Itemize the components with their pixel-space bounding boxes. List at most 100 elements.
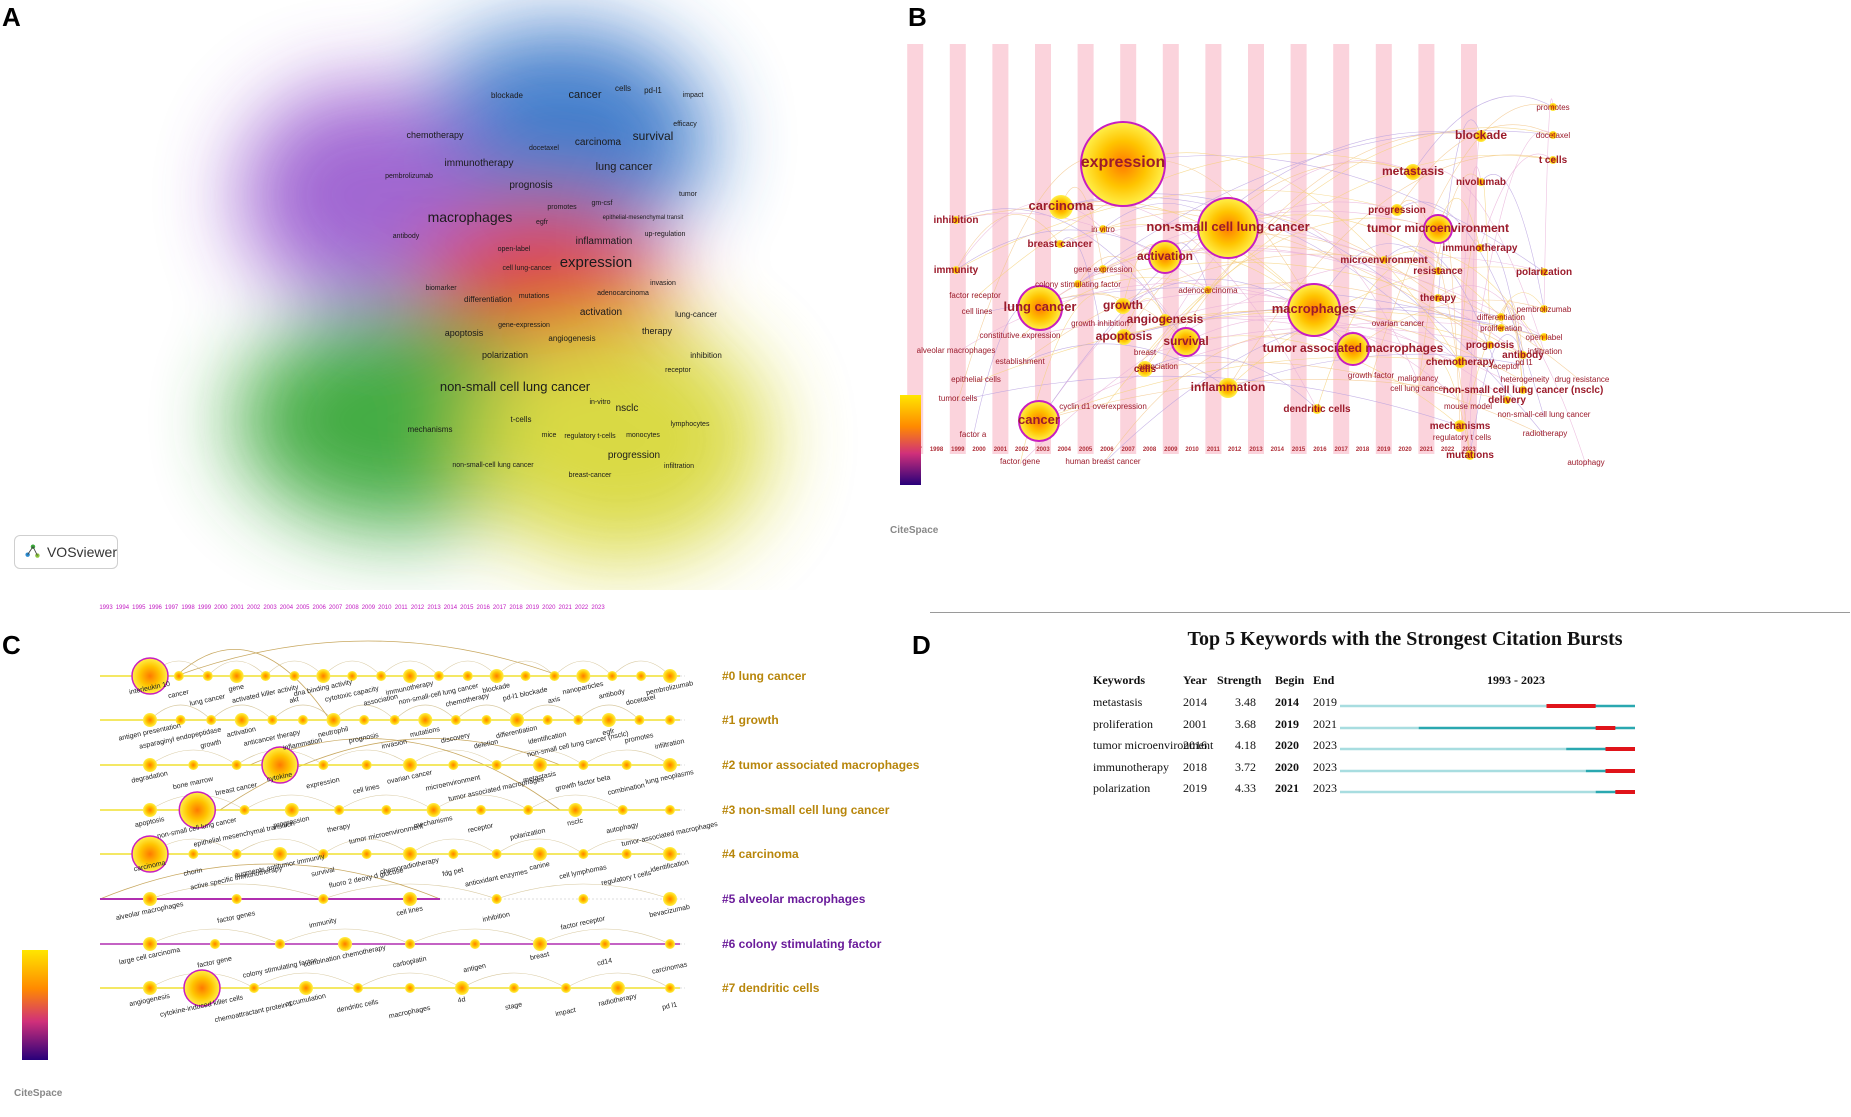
timeline-node[interactable]: [403, 758, 417, 772]
timeline-node[interactable]: [231, 894, 242, 904]
timeline-node[interactable]: [462, 671, 473, 681]
timeline-node[interactable]: [665, 983, 675, 993]
timeline-node[interactable]: [549, 671, 560, 681]
keyword-node[interactable]: [1056, 240, 1064, 248]
timeline-node[interactable]: [663, 758, 677, 772]
timeline-node[interactable]: [338, 937, 352, 951]
timeline-node[interactable]: [229, 669, 244, 683]
timeline-node[interactable]: [359, 715, 370, 725]
timeline-node[interactable]: [520, 671, 531, 681]
keyword-node[interactable]: [1218, 378, 1238, 398]
timeline-node[interactable]: [481, 715, 492, 725]
timeline-node[interactable]: [663, 669, 677, 683]
timeline-node[interactable]: [361, 849, 372, 859]
keyword-node[interactable]: [1148, 240, 1182, 274]
timeline-node[interactable]: [143, 758, 157, 772]
timeline-node[interactable]: [326, 713, 341, 727]
keyword-node[interactable]: [1477, 178, 1485, 186]
keyword-node[interactable]: [1171, 327, 1201, 357]
keyword-node[interactable]: [1540, 305, 1548, 313]
keyword-node[interactable]: [1287, 283, 1341, 337]
keyword-node[interactable]: [1434, 267, 1442, 275]
keyword-node[interactable]: [1519, 351, 1527, 359]
timeline-node[interactable]: [607, 671, 618, 681]
timeline-node[interactable]: [489, 669, 504, 683]
keyword-node[interactable]: [1049, 195, 1073, 219]
timeline-node[interactable]: [206, 715, 217, 725]
keyword-node[interactable]: [1018, 400, 1060, 442]
keyword-node[interactable]: [1454, 420, 1466, 432]
timeline-node[interactable]: [405, 983, 415, 993]
keyword-node[interactable]: [1540, 268, 1548, 276]
timeline-node[interactable]: [578, 760, 589, 770]
timeline-node[interactable]: [260, 671, 271, 681]
timeline-node[interactable]: [617, 805, 628, 815]
timeline-node[interactable]: [578, 849, 589, 859]
keyword-node[interactable]: [1503, 396, 1511, 404]
timeline-node[interactable]: [318, 894, 329, 904]
timeline-node[interactable]: [405, 939, 415, 949]
timeline-node[interactable]: [601, 713, 616, 727]
keyword-node[interactable]: [1486, 341, 1494, 349]
keyword-node[interactable]: [1465, 450, 1475, 460]
timeline-node[interactable]: [289, 671, 300, 681]
timeline-node[interactable]: [491, 894, 502, 904]
timeline-node[interactable]: [561, 983, 571, 993]
keyword-node[interactable]: [1115, 298, 1131, 314]
keyword-node[interactable]: [1549, 103, 1557, 111]
timeline-node[interactable]: [173, 671, 184, 681]
timeline-node[interactable]: [611, 981, 625, 995]
timeline-node[interactable]: [403, 669, 417, 683]
timeline-node[interactable]: [131, 657, 169, 695]
timeline-node[interactable]: [131, 835, 169, 873]
timeline-node[interactable]: [353, 983, 363, 993]
timeline-node[interactable]: [509, 983, 519, 993]
keyword-node[interactable]: [1017, 285, 1063, 331]
keyword-node[interactable]: [1549, 131, 1557, 139]
timeline-node[interactable]: [316, 669, 331, 683]
timeline-node[interactable]: [175, 715, 186, 725]
timeline-node[interactable]: [318, 849, 329, 859]
timeline-node[interactable]: [188, 760, 199, 770]
timeline-node[interactable]: [573, 715, 584, 725]
timeline-node[interactable]: [143, 937, 157, 951]
timeline-node[interactable]: [636, 671, 647, 681]
timeline-node[interactable]: [381, 805, 392, 815]
timeline-node[interactable]: [665, 939, 675, 949]
timeline-node[interactable]: [143, 803, 157, 817]
timeline-node[interactable]: [297, 715, 308, 725]
keyword-node[interactable]: [1074, 280, 1082, 288]
timeline-node[interactable]: [665, 715, 675, 725]
timeline-node[interactable]: [426, 803, 441, 817]
timeline-node[interactable]: [634, 715, 645, 725]
keyword-node[interactable]: [1116, 329, 1132, 345]
timeline-node[interactable]: [533, 937, 547, 951]
timeline-node[interactable]: [491, 760, 502, 770]
timeline-node[interactable]: [433, 671, 444, 681]
timeline-node[interactable]: [231, 760, 242, 770]
timeline-node[interactable]: [249, 983, 259, 993]
timeline-node[interactable]: [450, 715, 461, 725]
keyword-node[interactable]: [1497, 324, 1505, 332]
keyword-node[interactable]: [1336, 332, 1370, 366]
keyword-node[interactable]: [1476, 244, 1484, 252]
timeline-node[interactable]: [202, 671, 213, 681]
timeline-node[interactable]: [448, 849, 459, 859]
keyword-node[interactable]: [1099, 225, 1107, 233]
timeline-node[interactable]: [533, 847, 547, 861]
keyword-node[interactable]: [1519, 386, 1527, 394]
timeline-node[interactable]: [663, 892, 677, 906]
keyword-node[interactable]: [1312, 404, 1322, 414]
timeline-node[interactable]: [403, 847, 417, 861]
timeline-node[interactable]: [183, 969, 221, 1007]
keyword-node[interactable]: [1197, 197, 1259, 259]
keyword-node[interactable]: [1380, 256, 1388, 264]
timeline-node[interactable]: [491, 849, 502, 859]
timeline-node[interactable]: [448, 760, 459, 770]
timeline-node[interactable]: [143, 892, 157, 906]
timeline-node[interactable]: [275, 939, 285, 949]
timeline-node[interactable]: [239, 805, 250, 815]
timeline-node[interactable]: [376, 671, 387, 681]
timeline-node[interactable]: [621, 849, 632, 859]
keyword-node[interactable]: [1099, 265, 1107, 273]
